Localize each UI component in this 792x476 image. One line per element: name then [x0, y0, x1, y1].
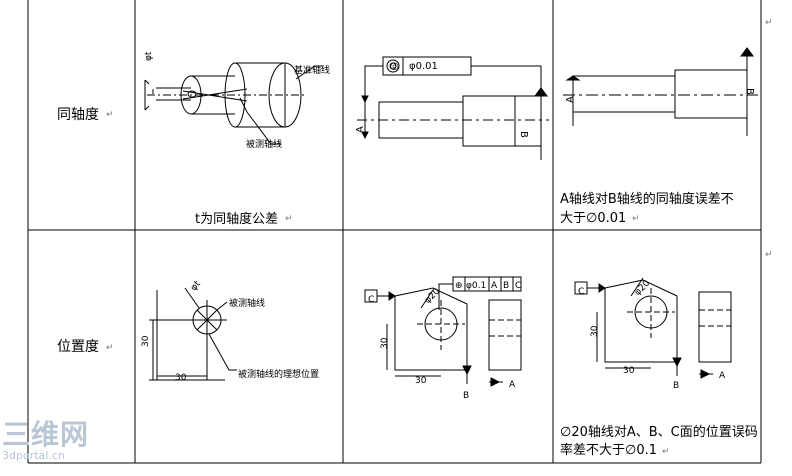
paragraph-mark: ↵ — [765, 18, 773, 28]
datum-letter-a: A — [355, 126, 366, 133]
label-datum-axis: 基准轴线 — [294, 66, 331, 76]
dim-height: 30 — [590, 325, 600, 337]
dim-width: 30 — [415, 376, 427, 386]
row-name-position: 位置度 — [57, 339, 99, 355]
coaxiality-drawing — [357, 56, 549, 160]
datum-letter-b: B — [744, 88, 755, 95]
position-definition-diagram — [149, 287, 237, 381]
datum-letter-a: A — [509, 380, 516, 390]
dim-width: 30 — [175, 373, 187, 383]
paragraph-mark: ↵ — [632, 214, 640, 224]
datum-letter-c: C — [368, 295, 375, 305]
position-datum-drawing — [574, 277, 732, 379]
datum-letter-c: C — [578, 287, 585, 297]
frame-symbol: ◎ — [390, 61, 399, 72]
frame-symbol: ⊕ — [455, 281, 463, 291]
watermark-sub: 3dportal.cn — [2, 449, 65, 462]
datum-letter-a: A — [565, 96, 576, 103]
coaxiality-datum-drawing — [563, 47, 758, 136]
label-diameter-t: φt — [144, 51, 154, 61]
position-description-line2: 率差不大于∅0.1 — [560, 443, 657, 458]
paragraph-mark: ↵ — [662, 447, 670, 457]
label-measured-axis: 被测轴线 — [229, 299, 266, 309]
dim-width: 30 — [623, 366, 635, 376]
datum-letter-b: B — [463, 391, 470, 401]
coaxiality-description-line1: A轴线对B轴线的同轴度误差不 — [560, 192, 734, 207]
paragraph-mark: ↵ — [106, 343, 114, 353]
paragraph-mark: ↵ — [285, 214, 293, 224]
position-description-line1: ∅20轴线对A、B、C面的位置误码 — [560, 425, 758, 440]
datum-letter-b: B — [673, 381, 680, 391]
datum-letter-b: B — [518, 131, 529, 138]
coaxiality-caption: t为同轴度公差 — [195, 212, 279, 227]
coaxiality-description-line2: 大于∅0.01 — [560, 211, 627, 226]
datum-letter-a: A — [719, 371, 726, 381]
coaxiality-definition-diagram — [144, 62, 323, 145]
frame-value: φ0.01 — [409, 61, 438, 72]
watermark-main: 三维网 — [2, 418, 90, 451]
frame-value: φ0.1 — [466, 281, 487, 291]
dim-height: 30 — [141, 335, 151, 347]
frame-datum-c: C — [515, 281, 522, 291]
site-watermark: 三维网 3dportal.cn — [2, 420, 89, 462]
position-drawing — [364, 276, 522, 387]
label-ideal-position: 被测轴线的理想位置 — [238, 370, 320, 380]
paragraph-mark: ↵ — [765, 250, 773, 260]
row-name-coaxiality: 同轴度 — [57, 107, 99, 123]
frame-datum-b: B — [503, 281, 510, 291]
paragraph-mark: ↵ — [106, 110, 114, 120]
frame-datum-a: A — [491, 281, 498, 291]
label-measured-axis: 被测轴线 — [246, 140, 283, 150]
dim-height: 30 — [380, 337, 390, 349]
